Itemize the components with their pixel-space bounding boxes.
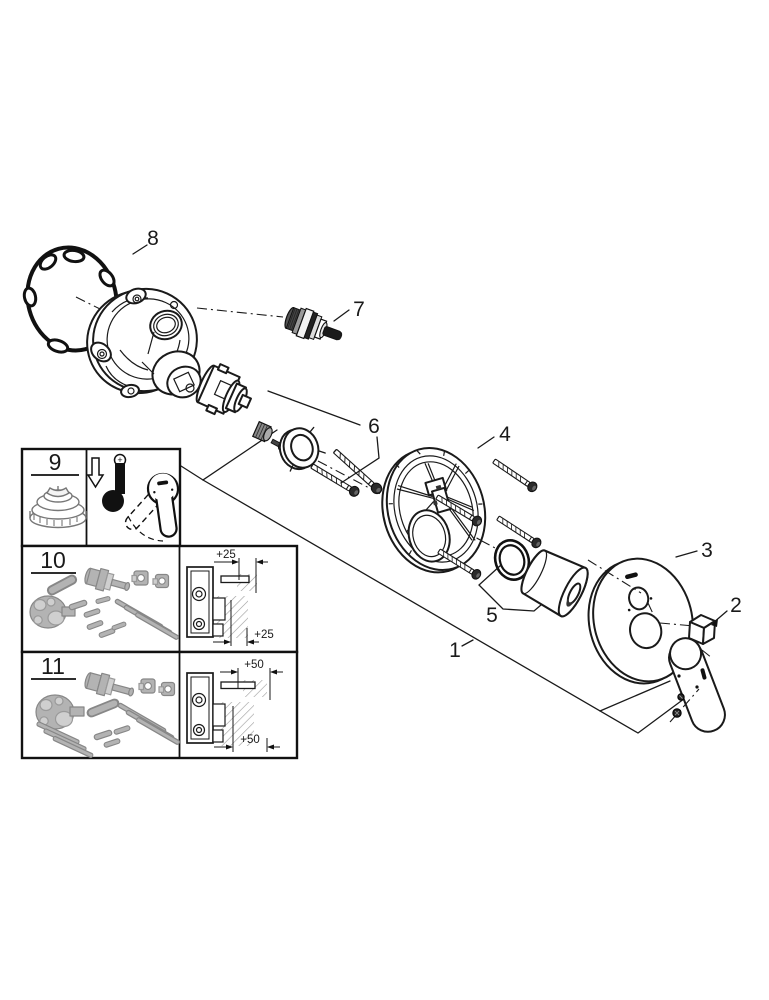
depth-drawing-25: +25 +25 [186,549,274,646]
part-label-9: 9 [49,449,62,475]
ring-nut [278,426,326,472]
part-6-group: 6 [195,363,385,499]
part-label-6: 6 [368,415,380,438]
part-label-3: 3 [701,539,713,562]
part-5-group: 5 [478,539,589,627]
part-label-8: 8 [147,227,159,250]
dim-50-bottom: +50 [240,734,260,746]
part-7-cartridge: 7 [284,298,365,341]
depth-drawing-50: +50 +50 [186,659,283,752]
temp-limit-stop [29,486,87,529]
dim-50-top: +50 [244,659,264,671]
handle-rotation-pictogram [124,472,180,542]
handle [668,637,726,733]
dim-25-top: +25 [216,549,236,561]
inset-box-9: 9 + [20,447,182,548]
knurled-adapter [251,420,273,443]
part-label-1: 1 [449,639,461,662]
part-label-10: 10 [40,547,66,573]
down-arrow-icon [86,457,105,489]
part-label-7: 7 [353,298,365,321]
part-label-4: 4 [499,423,511,446]
inset-box-10: 10 [20,544,299,654]
part-2-knob: 2 [688,594,742,659]
part-3-escutcheon: 3 [587,539,713,685]
part-label-11: 11 [41,653,65,679]
sleeve [520,549,589,618]
extension-set-50 [35,672,181,759]
valve-body [86,287,202,399]
extension-set-25 [29,567,180,641]
part-label-2: 2 [730,594,742,617]
thermo-plus-label: + [117,455,122,465]
part-8-gasket: 8 [22,227,159,354]
part-1-bracket: 1 [180,429,701,734]
inset-box-11: 11 [20,650,299,760]
thermometer-icon: + [86,453,127,512]
part-4-mounting-plate: 4 [381,423,544,582]
dim-25-bottom: +25 [254,629,274,641]
part-label-5: 5 [486,604,498,627]
